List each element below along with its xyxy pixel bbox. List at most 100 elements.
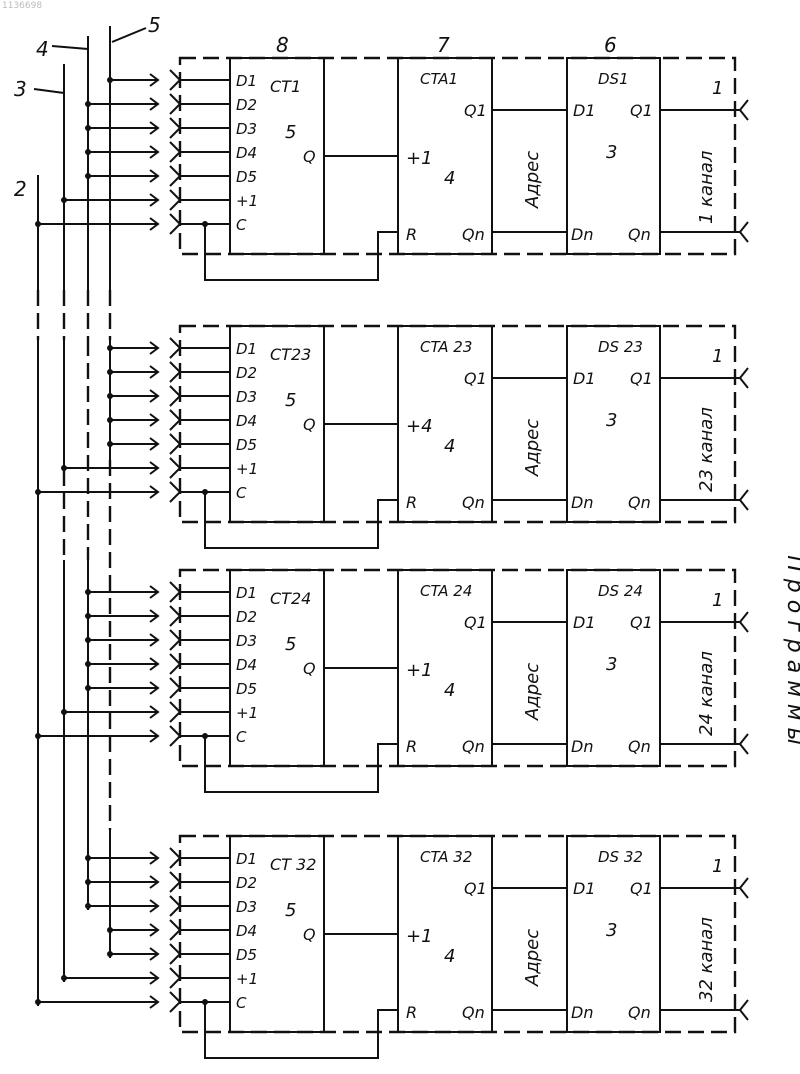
bus-label-2: 2 [14, 177, 27, 201]
input-connector-icon [170, 606, 180, 626]
input-connector-icon [170, 678, 180, 698]
counter-name: CT1 [270, 77, 301, 96]
counter-pin-label: C [236, 728, 247, 746]
counter-name: CT23 [270, 345, 311, 364]
counter-pin-label: D3 [236, 120, 257, 138]
adder-output-label: Q1 [464, 879, 487, 898]
counter-pin-label: D3 [236, 898, 257, 916]
decoder-input-label: D1 [573, 613, 596, 632]
input-connector-icon [170, 410, 180, 430]
adder-output-label: Q1 [464, 369, 487, 388]
decoder-number: 3 [606, 654, 617, 675]
counter-pin-label: D4 [236, 412, 257, 430]
counter-name: CT 32 [270, 855, 316, 874]
counter-pin-label: D5 [236, 168, 257, 186]
counter-pin-label: D5 [236, 946, 257, 964]
counter-pin-label: +1 [236, 192, 258, 210]
counter-name: CT24 [270, 589, 311, 608]
input-connector-icon [170, 70, 180, 90]
output-connector-icon [740, 100, 748, 120]
counter-pin-label: C [236, 216, 247, 234]
channel-label: 23 канал [696, 407, 717, 492]
decoder-output-label: Q1 [630, 101, 653, 120]
counter-pin-label: D1 [236, 584, 257, 602]
counter-pin-label: D2 [236, 874, 257, 892]
counter-number: 5 [285, 122, 296, 143]
output-connector-icon [740, 490, 748, 510]
adder-number: 4 [444, 946, 455, 967]
channel-row: CT 325QD1D2D3D4D5+1CCTA 32+14RQ1QnАдресD… [35, 836, 748, 1058]
counter-pin-label: D4 [236, 144, 257, 162]
output-connector-icon [740, 612, 748, 632]
adder-number: 4 [444, 436, 455, 457]
adder-reset-label: R [406, 493, 417, 512]
address-label: Адрес [522, 929, 543, 987]
adder-name: CTA 32 [420, 848, 472, 866]
input-connector-icon [170, 482, 180, 502]
input-connector-icon [170, 630, 180, 650]
input-connector-icon [170, 702, 180, 722]
channel-label: 1 канал [696, 151, 717, 224]
adder-reset-label: R [406, 1003, 417, 1022]
decoder-output-label: Q1 [630, 879, 653, 898]
channel-row: CT245QD1D2D3D4D5+1CCTA 24+14RQ1QnАдресDS… [35, 570, 748, 792]
channel-label: 24 канал [696, 651, 717, 736]
adder-name: CTA 23 [420, 338, 472, 356]
output-connector-icon [740, 734, 748, 754]
column-label-adder: 7 [437, 33, 450, 57]
counter-output-label: Q [303, 925, 316, 944]
corner-id: 1136698 [2, 1, 42, 11]
counter-number: 5 [285, 634, 296, 655]
output-index-label: 1 [712, 590, 723, 611]
decoder-output-label: Q1 [630, 369, 653, 388]
adder-output-label: Qn [462, 493, 485, 512]
counter-pin-label: D2 [236, 608, 257, 626]
output-index-label: 1 [712, 856, 723, 877]
adder-number: 4 [444, 680, 455, 701]
counter-pin-label: D3 [236, 632, 257, 650]
input-connector-icon [170, 434, 180, 454]
input-connector-icon [170, 944, 180, 964]
counter-pin-label: D1 [236, 850, 257, 868]
adder-reset-label: R [406, 225, 417, 244]
decoder-output-label: Qn [628, 1003, 651, 1022]
decoder-number: 3 [606, 920, 617, 941]
decoder-output-label: Qn [628, 493, 651, 512]
channel-rows: CT15QD1D2D3D4D5+1CCTA1+14RQ1QnАдресDS1D1… [35, 58, 748, 1058]
decoder-output-label: Qn [628, 225, 651, 244]
bus-label-3: 3 [14, 77, 27, 101]
address-label: Адрес [522, 151, 543, 209]
adder-input-label: +1 [406, 926, 433, 947]
adder-reset-label: R [406, 737, 417, 756]
adder-number: 4 [444, 168, 455, 189]
decoder-name: DS 23 [598, 338, 643, 356]
counter-pin-label: D4 [236, 656, 257, 674]
input-connector-icon [170, 872, 180, 892]
counter-pin-label: C [236, 994, 247, 1012]
counter-pin-label: C [236, 484, 247, 502]
input-connector-icon [170, 362, 180, 382]
input-connector-icon [170, 582, 180, 602]
adder-output-label: Qn [462, 1003, 485, 1022]
output-connector-icon [740, 1000, 748, 1020]
counter-pin-label: +1 [236, 460, 258, 478]
output-connector-icon [740, 222, 748, 242]
output-connector-icon [740, 368, 748, 388]
bus-label-5: 5 [148, 13, 161, 37]
decoder-name: DS1 [598, 70, 629, 88]
decoder-name: DS 24 [598, 582, 643, 600]
decoder-number: 3 [606, 142, 617, 163]
input-connector-icon [170, 190, 180, 210]
adder-input-label: +1 [406, 660, 433, 681]
address-label: Адрес [522, 663, 543, 721]
input-connector-icon [170, 848, 180, 868]
decoder-input-label: Dn [571, 1003, 593, 1022]
decoder-number: 3 [606, 410, 617, 431]
output-connector-icon [740, 878, 748, 898]
adder-name: CTA 24 [420, 582, 472, 600]
input-connector-icon [170, 968, 180, 988]
counter-pin-label: D3 [236, 388, 257, 406]
adder-output-label: Qn [462, 737, 485, 756]
input-connector-icon [170, 166, 180, 186]
channel-row: CT15QD1D2D3D4D5+1CCTA1+14RQ1QnАдресDS1D1… [35, 58, 748, 280]
